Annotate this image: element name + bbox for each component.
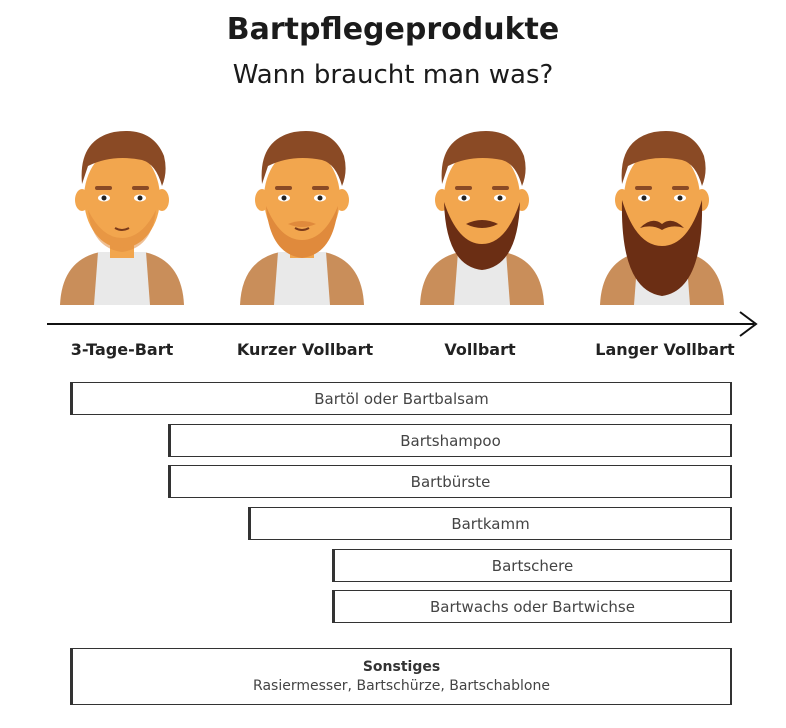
- stage-label-3-tage-bart: 3-Tage-Bart: [70, 340, 174, 359]
- product-label: Bartshampoo: [400, 431, 501, 450]
- face-skin: [264, 148, 340, 248]
- eyebrow-right: [672, 186, 689, 190]
- face-skin: [444, 148, 520, 248]
- face-4-icon: [600, 131, 724, 305]
- face-1-icon: [60, 131, 184, 305]
- diagram-subtitle: Wann braucht man was?: [232, 60, 554, 90]
- eyebrow-right: [132, 186, 149, 190]
- face-skin: [624, 148, 700, 248]
- pupil-left: [101, 195, 107, 201]
- eyebrow-left: [275, 186, 292, 190]
- shirt: [94, 252, 150, 305]
- face-3-icon: [420, 131, 544, 305]
- long-beard: [621, 200, 703, 296]
- face-skin: [84, 148, 160, 248]
- pupil-left: [461, 195, 467, 201]
- eyebrow-left: [455, 186, 472, 190]
- product-label: Bartwachs oder Bartwichse: [430, 597, 635, 616]
- moustache: [466, 220, 498, 228]
- hair: [261, 131, 346, 186]
- misc-items: Rasiermesser, Bartschürze, Bartschablone: [253, 678, 550, 694]
- product-label: Bartschere: [491, 556, 574, 575]
- arrow-head-icon: [739, 311, 758, 337]
- eyebrow-right: [312, 186, 329, 190]
- stage-label-kurzer-vollbart: Kurzer Vollbart: [236, 340, 374, 359]
- mouth: [294, 227, 310, 231]
- eyebrow-right: [492, 186, 509, 190]
- hair: [441, 131, 526, 186]
- pupil-right: [497, 195, 503, 201]
- diagram-title: Bartpflegeprodukte: [226, 12, 560, 47]
- misc-title: Sonstiges: [362, 659, 441, 675]
- stubble: [88, 210, 156, 252]
- product-bar-bartbuerste: Bartbürste: [168, 465, 732, 498]
- pupil-right: [137, 195, 143, 201]
- pupil-left: [641, 195, 647, 201]
- moustache: [640, 220, 684, 230]
- pupil-right: [317, 195, 323, 201]
- hair: [81, 131, 166, 186]
- face-2-icon: [240, 131, 364, 305]
- shirt: [274, 252, 330, 305]
- mouth: [114, 227, 130, 231]
- eyebrow-left: [635, 186, 652, 190]
- product-bar-bartshampoo: Bartshampoo: [168, 424, 732, 457]
- pupil-right: [677, 195, 683, 201]
- moustache: [288, 221, 316, 227]
- product-bar-bartwachs: Bartwachs oder Bartwichse: [332, 590, 732, 623]
- eyebrow-left: [95, 186, 112, 190]
- product-bar-bartschere: Bartschere: [332, 549, 732, 582]
- pupil-left: [281, 195, 287, 201]
- full-beard: [444, 202, 520, 270]
- short-beard: [266, 206, 338, 258]
- product-label: Bartkamm: [451, 514, 530, 533]
- product-bar-bartoel: Bartöl oder Bartbalsam: [70, 382, 732, 415]
- faces-illustration: [60, 131, 724, 305]
- stage-label-langer-vollbart: Langer Vollbart: [595, 340, 735, 359]
- hair: [621, 131, 706, 186]
- timeline-arrow: [47, 311, 758, 337]
- product-label: Bartbürste: [410, 472, 491, 491]
- product-label: Bartöl oder Bartbalsam: [314, 389, 489, 408]
- product-bar-bartkamm: Bartkamm: [248, 507, 732, 540]
- misc-box: Sonstiges Rasiermesser, Bartschürze, Bar…: [70, 648, 732, 705]
- stage-label-vollbart: Vollbart: [444, 340, 516, 359]
